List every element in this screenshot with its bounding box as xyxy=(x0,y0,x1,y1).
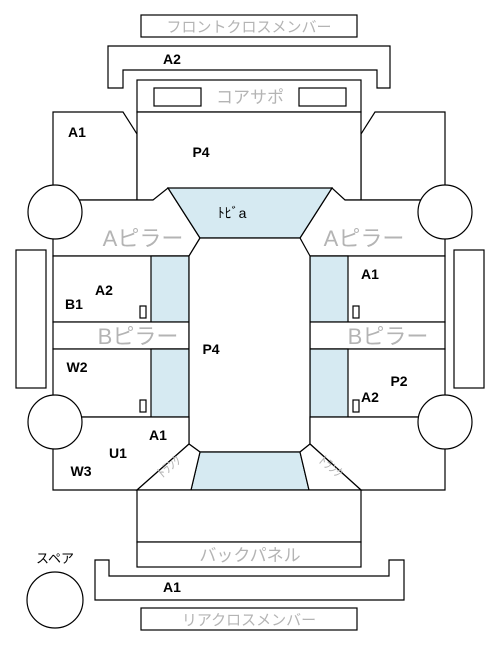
hood: P4 xyxy=(136,111,362,201)
back-panel: バックパネル xyxy=(136,541,362,568)
front-bumper: A2 xyxy=(107,45,391,89)
windshield-label: ﾄﾋﾞa xyxy=(218,205,247,221)
roof: P4 xyxy=(188,237,311,453)
spare-tire: スペア xyxy=(26,551,84,629)
a-pillar-left-label: Aピラー xyxy=(103,226,184,251)
front-bumper-code: A2 xyxy=(163,51,181,67)
left-rear-quarter-w-code: W3 xyxy=(71,463,92,479)
rear-window xyxy=(190,451,310,491)
b-pillar-left: Bピラー xyxy=(52,321,190,350)
left-rear-door-code: W2 xyxy=(67,359,88,375)
rear-bumper-code: A1 xyxy=(163,579,181,595)
spare-tire-label: スペア xyxy=(36,551,74,566)
trunk-lid xyxy=(136,489,362,543)
left-front-wheel xyxy=(27,184,83,240)
core-support: コアサポ xyxy=(136,79,362,113)
hood-code: P4 xyxy=(192,144,209,160)
left-b-code: B1 xyxy=(65,296,83,312)
left-fender-code: A1 xyxy=(68,124,86,140)
left-rear-wheel xyxy=(27,394,83,450)
b-pillar-right: Bピラー xyxy=(309,321,446,350)
right-front-door: A1 xyxy=(309,255,446,323)
right-rear-wheel xyxy=(417,394,473,450)
core-support-label: コアサポ xyxy=(216,88,284,107)
right-front-fender xyxy=(360,111,446,201)
front-cross-member-label: フロントクロスメンバー xyxy=(166,19,331,36)
left-rear-quarter: A1 U1 W3 xyxy=(52,416,190,491)
right-rocker-panel xyxy=(453,249,485,389)
b-pillar-left-label: Bピラー xyxy=(98,324,179,349)
left-rear-quarter-a-code: A1 xyxy=(149,427,167,443)
rear-bumper: A1 xyxy=(94,559,405,601)
right-front-door-code: A1 xyxy=(361,266,379,282)
front-cross-member: フロントクロスメンバー xyxy=(140,14,358,38)
left-front-door-code: A2 xyxy=(95,282,113,298)
a-pillar-right-label: Aピラー xyxy=(324,226,405,251)
left-rear-quarter-u-code: U1 xyxy=(109,445,127,461)
right-rear-door-lower-code: A2 xyxy=(361,389,379,405)
left-front-door: A2 B1 xyxy=(52,255,190,323)
b-pillar-right-label: Bピラー xyxy=(348,324,429,349)
roof-code: P4 xyxy=(202,341,219,357)
rear-cross-member-label: リアクロスメンバー xyxy=(182,612,316,629)
back-panel-label: バックパネル xyxy=(199,546,300,565)
left-rocker-panel xyxy=(15,249,47,389)
right-rear-door: P2 A2 xyxy=(309,348,446,418)
right-trunk-pillar: ﾄﾗﾝｸ xyxy=(299,443,363,491)
right-rear-door-code: P2 xyxy=(390,373,407,389)
right-front-wheel xyxy=(417,184,473,240)
rear-cross-member: リアクロスメンバー xyxy=(140,607,358,631)
